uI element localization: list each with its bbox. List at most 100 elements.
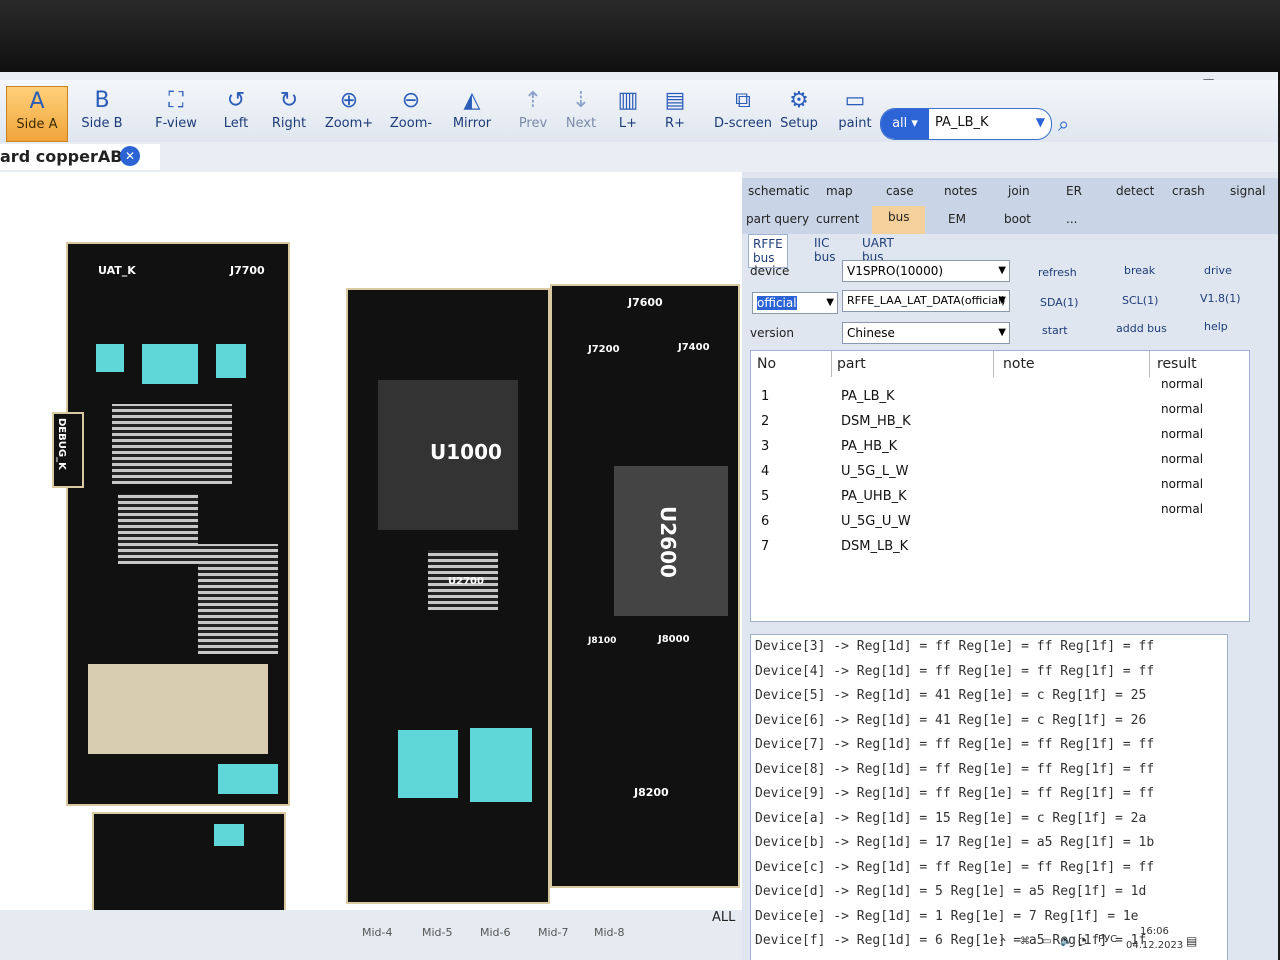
cell-result: normal xyxy=(1161,502,1204,516)
search-input[interactable]: PA_LB_K xyxy=(935,115,989,130)
tab-rffe-bus[interactable]: RFFE bus xyxy=(748,234,788,268)
clock-time[interactable]: 16:06 xyxy=(1140,926,1169,937)
voltage-button[interactable]: V1.8(1) xyxy=(1200,292,1241,305)
component[interactable] xyxy=(614,466,728,616)
component[interactable] xyxy=(118,494,198,564)
data-select[interactable]: RFFE_LAA_LAT_DATA(official)▼ xyxy=(842,290,1010,312)
chevron-up-icon[interactable]: ⌃ xyxy=(998,936,1009,950)
component[interactable] xyxy=(378,380,518,530)
component[interactable] xyxy=(398,730,458,798)
layer-left-button[interactable]: ▥L+ xyxy=(612,86,644,140)
sda-button[interactable]: SDA(1) xyxy=(1040,296,1079,309)
search-icon[interactable]: ⌕ xyxy=(1058,112,1070,136)
start-button[interactable]: start xyxy=(1042,324,1068,337)
add-bus-button[interactable]: addd bus xyxy=(1116,322,1167,335)
help-button[interactable]: help xyxy=(1204,320,1228,333)
part-search[interactable]: all ▾ PA_LB_K ▼ xyxy=(880,108,1052,140)
cell-no: 4 xyxy=(761,464,770,479)
zoom-out-button[interactable]: ⊖Zoom- xyxy=(386,86,436,140)
menu-em[interactable]: EM xyxy=(948,212,966,226)
menu-current[interactable]: current xyxy=(816,212,860,226)
label-j7700: J7700 xyxy=(230,264,265,277)
zoom-in-button[interactable]: ⊕Zoom+ xyxy=(322,86,376,140)
tab-mid-8[interactable]: Mid-8 xyxy=(594,926,625,939)
notification-icon[interactable]: ▤ xyxy=(1186,934,1198,948)
component[interactable] xyxy=(88,664,268,754)
rotate-right-button[interactable]: ↻Right xyxy=(266,86,312,140)
close-tab-icon[interactable]: ✕ xyxy=(120,146,140,166)
label-debug-k: DEBUG_K xyxy=(56,418,67,470)
menu-map[interactable]: map xyxy=(826,184,853,198)
menu-signal[interactable]: signal xyxy=(1230,184,1266,198)
board-middle[interactable]: U1000 U2700 xyxy=(346,288,550,904)
break-button[interactable]: break xyxy=(1124,264,1156,277)
component[interactable] xyxy=(218,764,278,794)
board-right[interactable]: J7600 J7200 J7400 U2600 J8100 J8000 J820… xyxy=(550,284,740,888)
board-left-bottom[interactable] xyxy=(92,812,286,914)
refresh-button[interactable]: refresh xyxy=(1038,266,1077,279)
drive-button[interactable]: drive xyxy=(1204,264,1232,277)
chevron-down-icon: ▼ xyxy=(998,265,1006,276)
menu-boot[interactable]: boot xyxy=(1004,212,1032,226)
tab-iic-bus[interactable]: IIC bus xyxy=(814,236,836,264)
component[interactable] xyxy=(428,550,498,610)
component[interactable] xyxy=(142,344,198,384)
menu-part-query[interactable]: part query xyxy=(746,212,810,226)
d-screen-button[interactable]: ⧉D-screen xyxy=(712,86,774,140)
setup-button[interactable]: ⚙Setup xyxy=(780,86,818,140)
chevron-down-icon[interactable]: ▼ xyxy=(1035,115,1045,129)
document-tab[interactable]: ard copperAB ✕ xyxy=(0,144,160,170)
debug-connector[interactable]: DEBUG_K xyxy=(52,412,84,488)
clock-date[interactable]: 04.12.2023 xyxy=(1126,940,1184,951)
mode-select[interactable]: official▼ xyxy=(752,292,838,314)
menu-bus[interactable]: bus xyxy=(872,206,926,234)
search-scope-select[interactable]: all ▾ xyxy=(881,109,929,139)
menu-more[interactable]: ... xyxy=(1066,212,1078,226)
board-canvas[interactable]: UAT_K J7700 DEBUG_K U1000 U2700 J7600 xyxy=(0,172,742,914)
component[interactable] xyxy=(470,728,532,802)
menu-notes[interactable]: notes xyxy=(944,184,978,198)
tab-all[interactable]: ALL xyxy=(712,910,736,925)
layer-right-button[interactable]: ▤R+ xyxy=(658,86,692,140)
menu-detect[interactable]: detect xyxy=(1116,184,1155,198)
component[interactable] xyxy=(96,344,124,372)
next-button[interactable]: ⇣Next xyxy=(562,86,600,140)
menu-case[interactable]: case xyxy=(886,184,914,198)
tab-mid-6[interactable]: Mid-6 xyxy=(480,926,511,939)
mirror-button[interactable]: ◭Mirror xyxy=(448,86,496,140)
tab-mid-7[interactable]: Mid-7 xyxy=(538,926,569,939)
paint-button[interactable]: ▭paint xyxy=(836,86,874,140)
volume-icon[interactable]: 🔈 xyxy=(1060,936,1073,947)
network-icon[interactable]: ⌘ xyxy=(1020,936,1030,947)
component[interactable] xyxy=(216,344,246,378)
menu-er[interactable]: ER xyxy=(1066,184,1082,198)
component[interactable] xyxy=(214,824,244,846)
scl-button[interactable]: SCL(1) xyxy=(1122,294,1159,307)
rotate-left-button[interactable]: ↺Left xyxy=(214,86,258,140)
board-left[interactable]: UAT_K J7700 xyxy=(66,242,290,806)
version-select[interactable]: Chinese▼ xyxy=(842,322,1010,344)
component[interactable] xyxy=(198,544,278,654)
battery-icon[interactable]: ▭ xyxy=(1042,936,1052,947)
prev-button[interactable]: ⇡Prev xyxy=(514,86,552,140)
component[interactable] xyxy=(112,404,232,484)
wifi-icon[interactable]: ◔ xyxy=(1078,936,1087,947)
menu-crash[interactable]: crash xyxy=(1172,184,1205,198)
tab-mid-4[interactable]: Mid-4 xyxy=(362,926,393,939)
menu-join[interactable]: join xyxy=(1008,184,1030,198)
language-indicator[interactable]: РУС xyxy=(1098,934,1118,945)
f-view-button[interactable]: ⛶F-view xyxy=(148,86,204,140)
tab-mid-5[interactable]: Mid-5 xyxy=(422,926,453,939)
device-select[interactable]: V1SPRO(10000)▼ xyxy=(842,260,1010,282)
log-line: Device[8] -> Reg[1d] = ff Reg[1e] = ff R… xyxy=(755,761,1155,777)
menu-schematic[interactable]: schematic xyxy=(748,184,810,198)
